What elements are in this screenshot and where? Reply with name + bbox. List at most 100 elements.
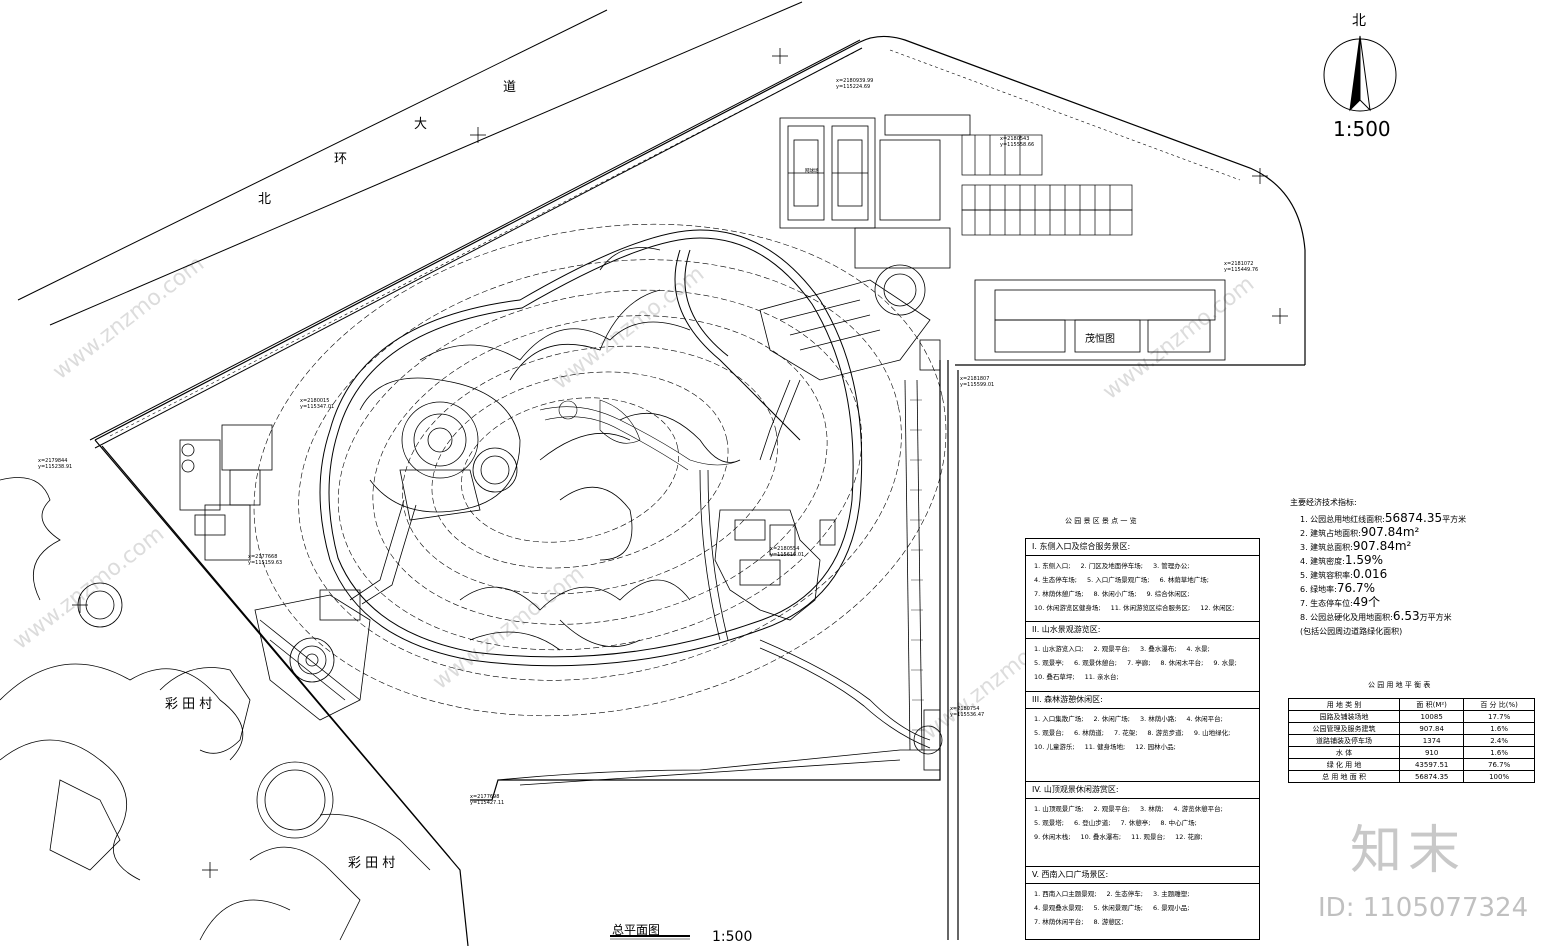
spec-line: (包括公园周边道路绿化面积) — [1300, 624, 1466, 638]
legend-section-body: 1. 西南入口主题景观;2. 生态停车;3. 主题雕塑;4. 景观叠水景观;5.… — [1026, 884, 1259, 932]
legend-item: 5. 观景亭; — [1034, 659, 1064, 667]
legend-item: 7. 花架; — [1113, 729, 1138, 737]
legend-item: 10. 休闲游览区健身场; — [1034, 604, 1101, 612]
spec-line: 4. 建筑密度:1.59% — [1300, 554, 1466, 568]
balance-cell: 2.4% — [1463, 734, 1535, 747]
central-pavilion — [349, 377, 521, 605]
plan-title: 总平面图 — [612, 923, 661, 937]
legend-item: 4. 景观叠水景观; — [1034, 904, 1084, 912]
legend-item: 4. 生态停车场; — [1034, 576, 1077, 584]
legend-item: 7. 亭廊; — [1126, 659, 1151, 667]
legend-item: 5. 休闲景观广场; — [1093, 904, 1143, 912]
watermark-4: www.znzmo.com — [8, 521, 169, 654]
spec-text: 56874.35 — [1384, 511, 1443, 525]
legend-item: 6. 林荫道; — [1073, 729, 1104, 737]
svg-text:道: 道 — [503, 80, 516, 95]
legend-item: 3. 林荫; — [1139, 805, 1164, 813]
spec-text: 3. 建筑总面积: — [1300, 543, 1353, 552]
legend-section-3: III. 森林游憩休闲区: 1. 入口集散广场;2. 休闲广场;3. 林荫小路;… — [1026, 692, 1259, 782]
legend-item: 8. 游憩区; — [1093, 918, 1124, 926]
ring-path — [319, 229, 863, 667]
svg-text:x=2179844: x=2179844 — [38, 458, 67, 464]
east-entrance-plaza — [759, 227, 951, 461]
legend-section-1: I. 东侧入口及综合服务景区: 1. 东侧入口;2. 门区及地面停车场;3. 管… — [1026, 539, 1259, 622]
north-scale: 1:500 — [1333, 117, 1391, 141]
spec-text: 0.016 — [1352, 567, 1388, 581]
contour-lines — [253, 223, 947, 717]
legend-section-head: I. 东侧入口及综合服务景区: — [1026, 539, 1259, 556]
legend-item: 7. 林荫休憩广场; — [1034, 590, 1084, 598]
balance-header-cell: 面 积(M²) — [1399, 698, 1465, 711]
balance-cell: 1374 — [1399, 734, 1465, 747]
east-stairway — [910, 399, 924, 731]
spec-line: 8. 公园总硬化及用地面积:6.53万平方米 — [1300, 610, 1466, 624]
legend-section-body: 1. 山水游览入口;2. 观景平台;3. 叠水瀑布;4. 水景;5. 观景亭;6… — [1026, 639, 1259, 687]
spec-text: 907.84m² — [1352, 539, 1412, 553]
legend-item: 8. 休闲小广场; — [1093, 590, 1137, 598]
legend-item: 9. 水景; — [1213, 659, 1237, 667]
legend-item: 2. 门区及地面停车场; — [1080, 562, 1143, 570]
svg-text:x=2181807: x=2181807 — [960, 376, 989, 382]
spec-title: 主要经济技术指标: — [1290, 498, 1357, 507]
spec-text: 万平方米 — [1419, 613, 1452, 622]
svg-text:x=2180939.99: x=2180939.99 — [836, 78, 873, 84]
legend-section-4: IV. 山顶观景休闲游赏区: 1. 山顶观景广场;2. 观景平台;3. 林荫;4… — [1026, 782, 1259, 867]
legend-section-head: III. 森林游憩休闲区: — [1026, 692, 1259, 709]
legend-item: 9. 综合休闲区; — [1146, 590, 1190, 598]
balance-table-title: 公 园 用 地 平 衡 表 — [1368, 681, 1431, 689]
legend-item: 2. 观景平台; — [1093, 805, 1130, 813]
legend-item: 5. 观景塔; — [1034, 819, 1064, 827]
legend-item: 7. 林荫休闲平台; — [1034, 918, 1084, 926]
spec-text: 5. 建筑容积率: — [1300, 571, 1353, 580]
legend-item: 12. 园林小品; — [1135, 743, 1176, 751]
north-arrow — [1323, 35, 1397, 112]
legend-item: 2. 休闲广场; — [1093, 715, 1130, 723]
spec-line: 7. 生态停车位:49个 — [1300, 596, 1466, 610]
spec-text: 8. 公园总硬化及用地面积: — [1300, 613, 1393, 622]
rock-garden — [539, 399, 741, 471]
legend-item: 6. 登山步道; — [1073, 819, 1111, 827]
svg-text:y=115558.66: y=115558.66 — [1000, 142, 1034, 148]
legend-item: 9. 休闲木栈; — [1034, 833, 1071, 841]
legend-item: 8. 休闲木平台; — [1160, 659, 1204, 667]
legend-item: 9. 山地绿化; — [1193, 729, 1231, 737]
spec-line: 1. 公园总用地红线面积:56874.35平方米 — [1300, 512, 1466, 526]
svg-text:x=2177668: x=2177668 — [248, 554, 277, 560]
spec-text: 6. 绿地率: — [1300, 585, 1337, 594]
legend-title: 公 园 景 区 景 点 一 览 — [1065, 517, 1137, 525]
spec-line: 5. 建筑容积率:0.016 — [1300, 568, 1466, 582]
balance-cell: 76.7% — [1463, 758, 1535, 771]
svg-text:y=115427.11: y=115427.11 — [470, 800, 504, 806]
boundary-dashes — [109, 49, 1241, 437]
southwest-entrance-plaza — [254, 589, 371, 721]
svg-text:y=115449.76: y=115449.76 — [1224, 267, 1258, 273]
legend-item: 10. 叠水瀑布; — [1080, 833, 1122, 841]
survey-crosses — [72, 48, 1288, 878]
plan-scale: 1:500 — [712, 929, 753, 945]
balance-cell: 17.7% — [1463, 710, 1535, 723]
svg-text:y=115599.01: y=115599.01 — [960, 382, 994, 388]
svg-text:x=2180543: x=2180543 — [1000, 136, 1029, 142]
legend-box: I. 东侧入口及综合服务景区: 1. 东侧入口;2. 门区及地面停车场;3. 管… — [1025, 538, 1260, 940]
spec-text: 1.59% — [1344, 553, 1383, 567]
north-road — [17, 1, 863, 449]
tennis-court-label: 网球场 — [805, 169, 819, 174]
svg-text:y=115536.47: y=115536.47 — [950, 712, 984, 718]
legend-item: 3. 主题雕塑; — [1152, 890, 1190, 898]
legend-item: 8. 中心广场; — [1160, 819, 1197, 827]
legend-item: 3. 管理办公; — [1152, 562, 1190, 570]
watermark-3: www.znzmo.com — [1098, 271, 1259, 404]
svg-text:x=2180754: x=2180754 — [950, 706, 979, 712]
residential-area — [0, 477, 431, 941]
north-label: 北 — [1352, 13, 1366, 29]
svg-text:y=115347.01: y=115347.01 — [300, 404, 334, 410]
legend-section-body: 1. 入口集散广场;2. 休闲广场;3. 林荫小路;4. 休闲平台;5. 观景台… — [1026, 709, 1259, 757]
